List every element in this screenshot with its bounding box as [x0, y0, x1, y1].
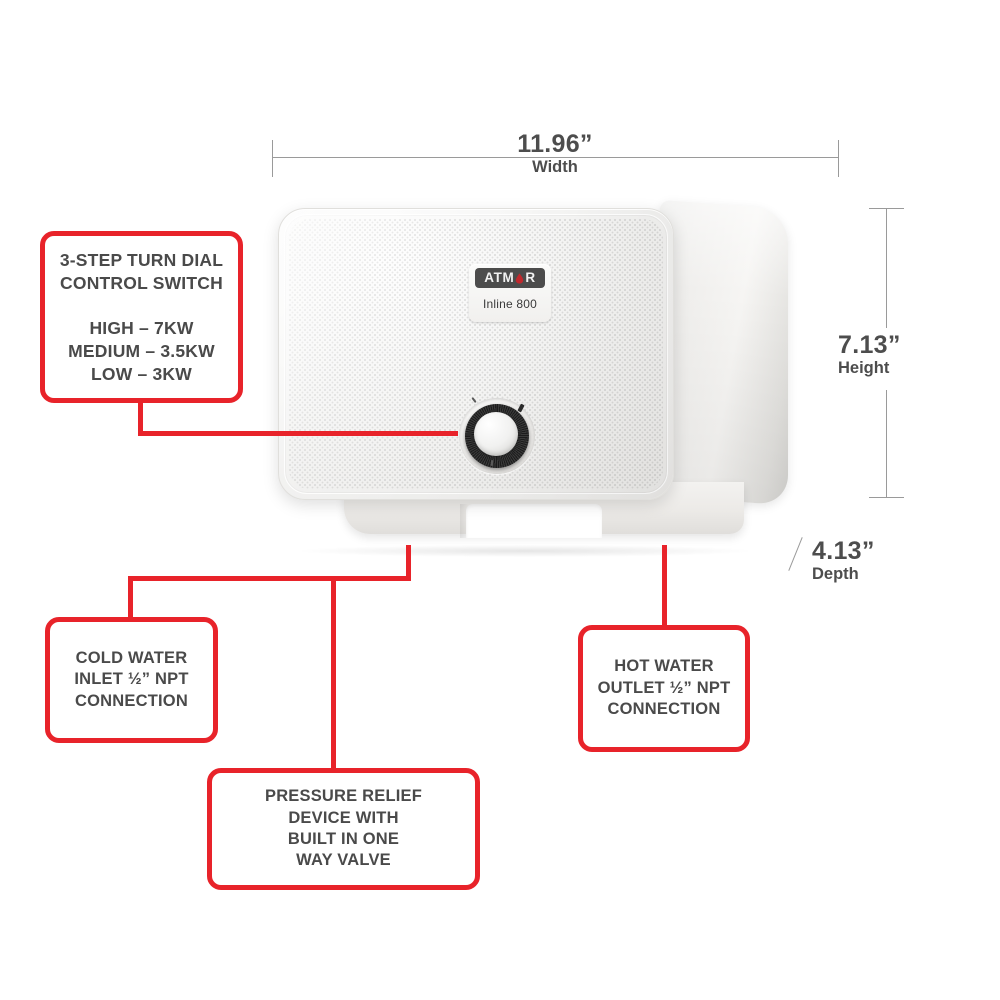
height-dimension-tick-top	[869, 208, 904, 209]
height-value: 7.13”	[838, 331, 901, 359]
height-dimension-line-bottom	[886, 390, 887, 498]
water-drop-icon	[515, 272, 524, 284]
dial-tick-medium	[490, 459, 494, 467]
depth-value: 4.13”	[812, 537, 875, 565]
height-name: Height	[838, 359, 890, 378]
height-dimension-tick-bottom	[869, 497, 904, 498]
tankless-water-heater-unit: ATM R Inline 800	[268, 196, 788, 556]
unit-side-panel	[660, 200, 788, 506]
depth-dimension-leader	[788, 537, 803, 571]
depth-dimension-label: 4.13” Depth	[812, 538, 942, 584]
callout-cold-water-text: COLD WATER INLET ½” NPT CONNECTION	[74, 648, 189, 710]
callout-pressure-relief-text: PRESSURE RELIEF DEVICE WITH BUILT IN ONE…	[264, 787, 423, 870]
depth-name: Depth	[812, 565, 859, 584]
unit-front-panel: ATM R Inline 800	[278, 208, 674, 500]
callout-pressure-relief: PRESSURE RELIEF DEVICE WITH BUILT IN ONE…	[207, 768, 480, 890]
dial-knob[interactable]	[465, 404, 529, 468]
dial-cap	[474, 412, 518, 456]
width-dimension-line	[272, 157, 839, 158]
height-dimension-line-top	[886, 208, 887, 328]
cold-water-leader	[128, 576, 133, 620]
callout-hot-water-outlet: HOT WATER OUTLET ½” NPT CONNECTION	[578, 625, 750, 752]
width-dimension-tick-left	[272, 140, 273, 177]
unit-side-shading	[660, 200, 788, 506]
rotary-dial-icon[interactable]	[459, 397, 535, 474]
callout-cold-water-inlet: COLD WATER INLET ½” NPT CONNECTION	[45, 617, 218, 743]
callout-dial-control: 3-STEP TURN DIAL CONTROL SWITCH HIGH – 7…	[40, 231, 243, 403]
brand-letters-left: ATM	[484, 270, 515, 286]
brand-plate: ATM R Inline 800	[469, 264, 551, 322]
dial-tick-low	[471, 397, 477, 403]
callout-hot-water-text: HOT WATER OUTLET ½” NPT CONNECTION	[597, 657, 731, 719]
dial-callout-leader-vertical	[138, 400, 143, 436]
width-dimension-tick-right	[838, 140, 839, 177]
hot-water-leader	[662, 545, 667, 629]
unit-bracket-notch	[460, 504, 602, 538]
bottom-leader-bus	[128, 576, 411, 581]
bottom-leader-drop	[406, 545, 411, 581]
dial-callout-leader-horizontal	[138, 431, 458, 436]
unit-ground-shadow	[300, 545, 750, 557]
width-value: 11.96”	[517, 130, 593, 158]
pressure-relief-leader	[331, 576, 336, 772]
brand-letters-right: R	[525, 270, 536, 286]
width-name: Width	[532, 158, 578, 177]
model-name: Inline 800	[482, 297, 538, 311]
callout-dial-text: 3-STEP TURN DIAL CONTROL SWITCH HIGH – 7…	[59, 249, 224, 384]
brand-badge: ATM R	[475, 268, 545, 288]
width-dimension-label: 11.96” Width	[452, 131, 658, 177]
height-dimension-label: 7.13” Height	[838, 332, 958, 378]
